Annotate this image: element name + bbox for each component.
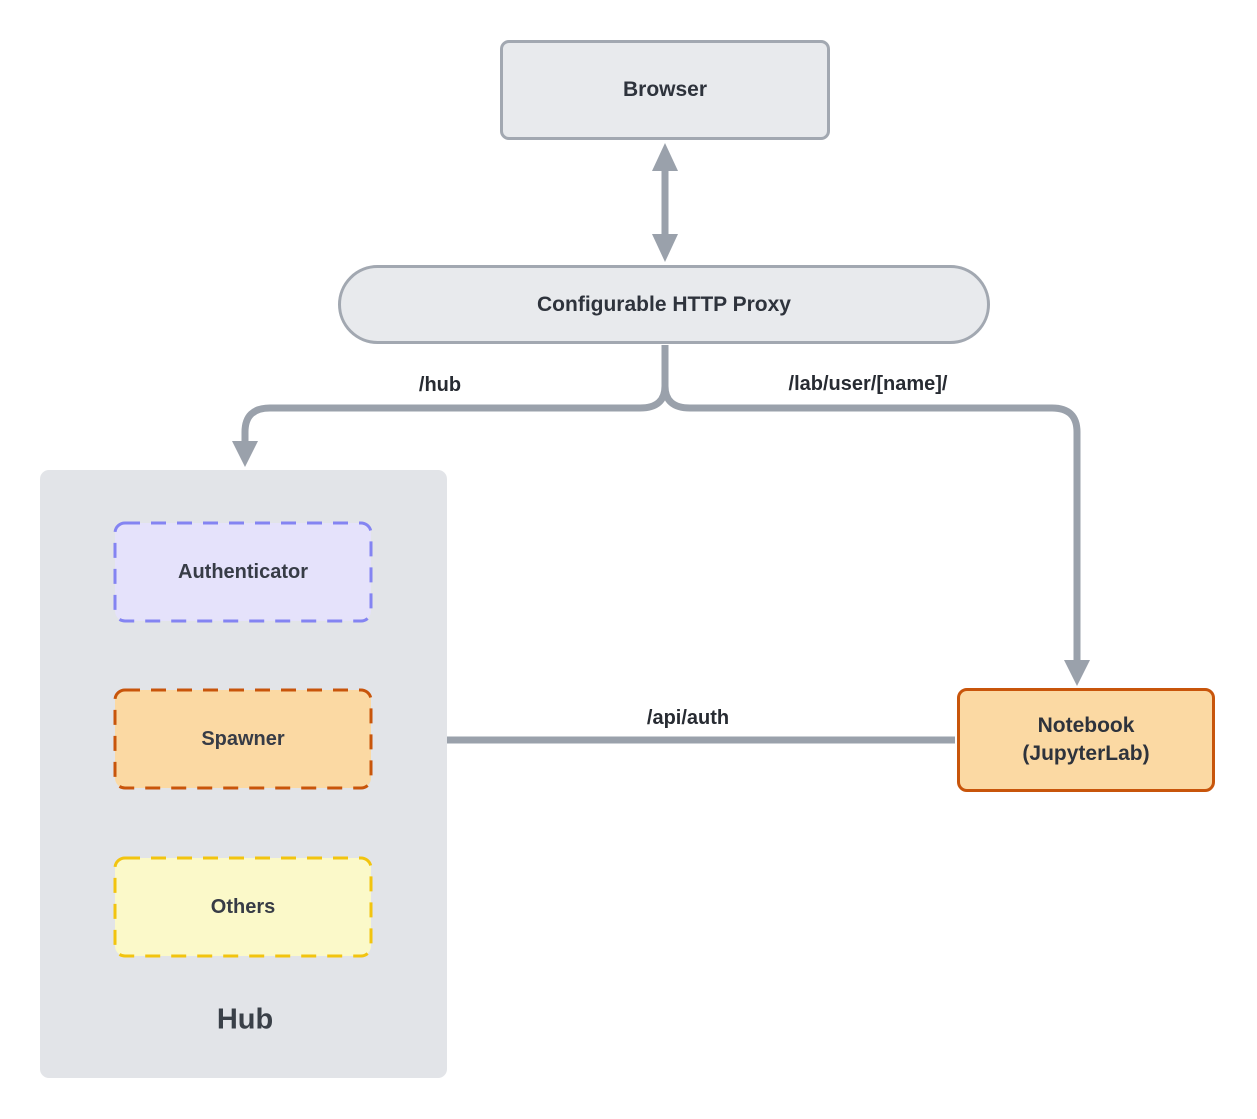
hub-label: Hub	[216, 1003, 274, 1036]
edge-label-api-auth: /api/auth	[646, 707, 730, 729]
edge-proxy-notebook-line	[661, 345, 1081, 661]
spawner-node: Spawner	[113, 688, 373, 790]
notebook-node: Notebook (JupyterLab)	[957, 688, 1215, 792]
edge-label-hub-route: /hub	[418, 374, 462, 396]
authenticator-border	[113, 521, 373, 623]
arrowhead-down-to-proxy	[652, 234, 678, 262]
proxy-node: Configurable HTTP Proxy	[338, 265, 990, 344]
others-node: Others	[113, 856, 373, 958]
proxy-label: Configurable HTTP Proxy	[537, 292, 791, 316]
arrowhead-up-to-browser	[652, 143, 678, 171]
authenticator-node: Authenticator	[113, 521, 373, 623]
notebook-label-line1: Notebook	[1037, 713, 1135, 737]
others-label: Others	[210, 895, 276, 918]
others-border	[113, 856, 373, 958]
notebook-label-line2: (JupyterLab)	[1022, 742, 1150, 765]
arrowhead-down-to-hub	[232, 441, 258, 467]
browser-node: Browser	[500, 40, 830, 140]
browser-label: Browser	[622, 78, 708, 101]
authenticator-label: Authenticator	[178, 560, 308, 583]
edge-label-lab-route: /lab/user/[name]/	[788, 373, 948, 395]
spawner-border	[113, 688, 373, 790]
notebook-label: Notebook (JupyterLab)	[1022, 712, 1149, 769]
arrowhead-down-to-notebook	[1064, 660, 1090, 686]
spawner-label: Spawner	[201, 727, 285, 750]
